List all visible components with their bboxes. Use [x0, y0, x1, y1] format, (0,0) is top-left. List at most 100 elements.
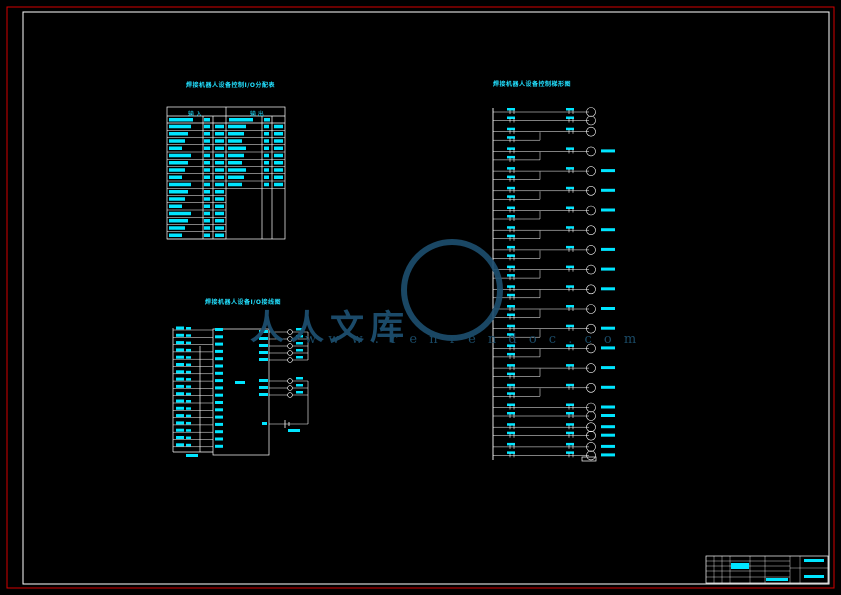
- table-cell-text: [215, 233, 224, 237]
- ladder-coil: [586, 107, 596, 117]
- coil-label: [601, 444, 615, 448]
- contact-label: [507, 127, 515, 131]
- contact-label: [507, 352, 515, 356]
- contact-label: [507, 344, 515, 347]
- output-label: [296, 349, 303, 352]
- contact-label: [507, 305, 515, 308]
- contact-label: [507, 175, 515, 179]
- contact-label: [566, 442, 574, 446]
- table-cell-text: [169, 175, 182, 179]
- plc-input-terminal: [215, 393, 223, 397]
- table-cell-text: [264, 153, 269, 158]
- table-cell-text: [204, 146, 210, 150]
- ladder-coil: [586, 126, 596, 137]
- table-cell-text: [228, 175, 244, 179]
- table-cell-text: [169, 190, 188, 194]
- table-subheader-text: [204, 118, 210, 122]
- drawing-name-text: [731, 563, 749, 569]
- plc-input-terminal: [215, 379, 223, 383]
- table-cell-text: [215, 197, 224, 201]
- output-label: [296, 356, 303, 359]
- ladder-coil: [586, 205, 596, 216]
- io-wiring-title: 焊接机器人设备I/O接线图: [205, 299, 282, 306]
- supply-label: [186, 454, 198, 457]
- table-cell-text: [169, 132, 188, 136]
- input-contact: [186, 407, 191, 410]
- table-cell-text: [169, 204, 182, 208]
- ladder-coil: [586, 245, 596, 255]
- plc-input-terminal: [215, 328, 223, 331]
- table-cell-text: [264, 139, 269, 143]
- coil-label: [601, 366, 615, 370]
- contact-label: [507, 324, 515, 328]
- output-label: [296, 391, 303, 394]
- contact-label: [566, 245, 574, 249]
- plc-input-terminal: [215, 357, 223, 361]
- table-cell-text: [228, 182, 242, 187]
- io-table-header-output: 输 出: [250, 111, 264, 118]
- contact-label: [507, 245, 515, 249]
- table-cell-text: [228, 146, 246, 150]
- table-cell-text: [204, 182, 210, 187]
- contact-label: [507, 451, 515, 454]
- table-cell-text: [274, 153, 283, 158]
- contact-label: [566, 116, 574, 119]
- plc-input-terminal: [215, 349, 223, 353]
- input-contact: [186, 378, 191, 381]
- io-allocation-table: [166, 106, 286, 240]
- table-cell-text: [169, 161, 188, 165]
- watermark-url: w w w . r e n r e n d o c . c o m: [305, 332, 641, 347]
- table-cell-text: [215, 153, 224, 158]
- contact-label: [566, 412, 574, 415]
- input-label: [176, 370, 184, 374]
- ladder-title: 焊接机器人设备控制梯形图: [493, 81, 572, 88]
- contact-label: [566, 186, 574, 190]
- end-instruction: [581, 456, 597, 462]
- output-label: [296, 335, 303, 338]
- contact-label: [507, 195, 515, 198]
- plc-output-terminal: [259, 358, 268, 361]
- input-label: [176, 399, 184, 403]
- table-cell-text: [274, 161, 283, 165]
- coil-label: [601, 346, 615, 350]
- coil-label: [601, 425, 615, 429]
- table-subheader-text: [229, 118, 253, 122]
- table-cell-text: [215, 168, 224, 172]
- contact-label: [507, 364, 515, 367]
- input-contact: [186, 436, 191, 439]
- table-subheader-text: [264, 118, 270, 122]
- drawing-no-text: [804, 575, 824, 578]
- table-cell-text: [204, 219, 210, 223]
- ladder-coil: [586, 166, 596, 176]
- input-contact: [186, 421, 191, 425]
- table-cell-text: [204, 161, 210, 165]
- table-cell-text: [169, 226, 185, 230]
- table-cell-text: [228, 124, 246, 129]
- contact-label: [507, 412, 515, 415]
- table-cell-text: [215, 175, 224, 179]
- table-cell-text: [228, 161, 242, 165]
- coil-label: [601, 405, 615, 409]
- contact-label: [507, 293, 515, 297]
- ladder-coil: [586, 382, 596, 393]
- table-cell-text: [204, 226, 210, 230]
- table-cell-text: [264, 161, 269, 165]
- input-contact: [186, 443, 191, 447]
- contact-label: [566, 206, 574, 209]
- table-cell-text: [169, 197, 185, 201]
- input-label: [176, 341, 184, 345]
- table-cell-text: [204, 175, 210, 179]
- ladder-coil: [586, 304, 596, 314]
- plc-input-terminal: [215, 415, 223, 419]
- coil-label: [601, 453, 615, 457]
- contact-label: [507, 136, 515, 139]
- input-contact: [186, 385, 191, 388]
- table-cell-text: [274, 139, 283, 143]
- input-contact: [186, 400, 191, 403]
- ladder-coil: [586, 422, 596, 433]
- table-cell-text: [169, 233, 182, 237]
- plc-input-terminal: [215, 408, 223, 412]
- ladder-coil: [586, 146, 596, 157]
- plc-output-terminal: [259, 330, 268, 333]
- contact-label: [566, 383, 574, 387]
